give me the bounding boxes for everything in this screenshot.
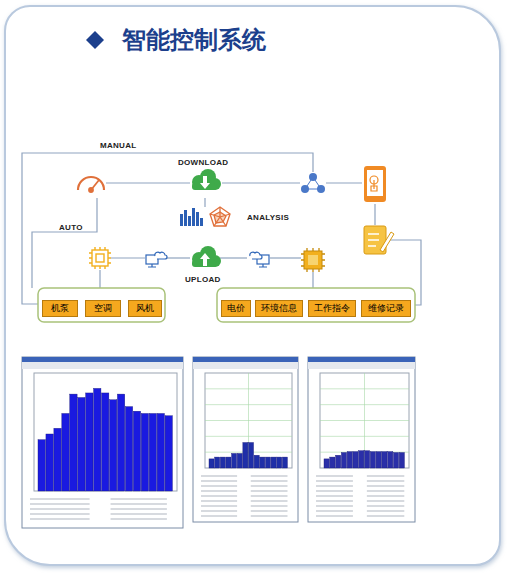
- box-text: 风机: [136, 302, 154, 315]
- people-network-icon: [301, 173, 325, 193]
- download-cloud-icon: [192, 169, 221, 190]
- input-box: 空调: [85, 300, 121, 317]
- monitor-cloud-icon: [146, 252, 167, 267]
- analysis-wire: [204, 198, 205, 207]
- input-box: 环境信息: [255, 300, 303, 317]
- tablet-icon: [364, 166, 386, 202]
- group-outline: [217, 288, 415, 322]
- gauge-icon: [78, 177, 104, 192]
- chip-wire: [312, 272, 313, 288]
- gauge-wire: [106, 182, 190, 183]
- chip-wire: [270, 257, 301, 258]
- cloud-wire: [166, 257, 190, 258]
- screenshots: [22, 357, 415, 528]
- screenshot: [22, 357, 183, 528]
- cloud-wire: [220, 257, 247, 258]
- input-box: 机泵: [42, 300, 78, 317]
- input-box: 风机: [128, 300, 162, 317]
- flow-label: MANUAL: [100, 141, 136, 150]
- box-text: 维修记录: [368, 302, 404, 315]
- box-text: 工作指令: [314, 302, 350, 315]
- chip-wire: [111, 257, 145, 258]
- download-wire: [222, 182, 300, 183]
- input-box: 电价: [221, 300, 251, 317]
- radar-icon: [210, 207, 230, 226]
- title-bullet: [86, 31, 104, 49]
- upload-cloud-icon: [192, 246, 221, 267]
- flow-label: UPLOAD: [185, 275, 221, 284]
- chip-icon: [89, 247, 111, 269]
- box-text: 环境信息: [261, 302, 297, 315]
- notepad-icon: [364, 226, 394, 254]
- notepad-wire: [374, 204, 375, 225]
- box-text: 电价: [227, 302, 245, 315]
- flow-label: DOWNLOAD: [178, 158, 228, 167]
- bar-icon: [180, 208, 203, 226]
- box-text: 机泵: [51, 302, 69, 315]
- chip-wire: [99, 270, 100, 288]
- panel-frame: [5, 6, 500, 565]
- screenshot: [193, 357, 298, 522]
- chip-icon: [301, 248, 325, 272]
- title: 智能控制系统: [122, 24, 266, 56]
- monitor-cloud-icon: [250, 252, 269, 267]
- input-box: 工作指令: [308, 300, 356, 317]
- input-box: 维修记录: [361, 300, 411, 317]
- auto-wire: [32, 198, 97, 288]
- flow-label: ANALYSIS: [247, 213, 289, 222]
- manual-wire: [22, 153, 313, 304]
- wires: [22, 153, 421, 305]
- box-text: 空调: [94, 302, 112, 315]
- tablet-wire: [326, 182, 362, 183]
- record-wire: [389, 240, 421, 305]
- flow-label: AUTO: [59, 223, 83, 232]
- screenshot: [308, 357, 415, 522]
- group-outline: [38, 288, 165, 322]
